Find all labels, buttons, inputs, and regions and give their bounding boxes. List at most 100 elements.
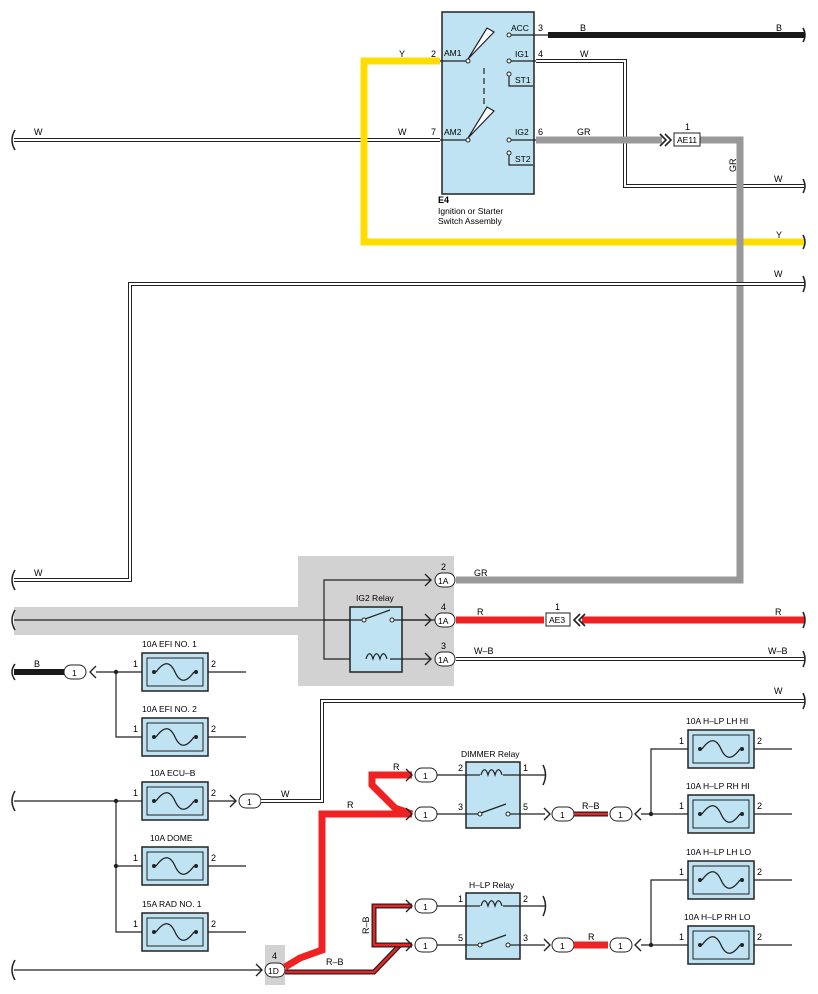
pin-am1: 2 [431,49,436,59]
svg-text:15A RAD NO. 1: 15A RAD NO. 1 [142,899,202,909]
svg-text:1: 1 [560,810,565,820]
dimmer-out-lead [520,813,545,946]
connector-1a-pin3: 1A 3 [424,641,456,667]
connector-1a-pin2: 1A 2 [424,562,456,588]
fuse-ecub: 10A ECU–B 1 2 [133,768,216,821]
label-ig1: IG1 [515,49,529,59]
ignition-switch-e4: ACC IG1 ST1 AM1 AM2 IG2 ST2 [440,11,548,195]
svg-text:1: 1 [72,668,77,678]
label-st2: ST2 [515,154,531,164]
svg-text:1: 1 [423,810,428,820]
wire-end-w-left-top [11,129,16,151]
connector-1a-pin4: 1A 4 [424,602,456,628]
wire-r-bottom [283,810,412,971]
wire-end-left-relay [11,609,16,631]
svg-text:AE3: AE3 [549,615,565,625]
wire-label-r-5: R [588,932,595,942]
svg-text:3: 3 [458,802,463,812]
svg-text:1: 1 [560,941,565,951]
svg-text:1: 1 [133,659,138,669]
svg-text:1: 1 [458,894,463,904]
fuse-efi1: 10A EFI NO. 1 1 2 [133,639,216,692]
svg-text:1: 1 [423,771,428,781]
wire-label-b-left: B [34,659,40,669]
wire-y [360,57,805,246]
ignition-name-1: Ignition or Starter [438,206,503,216]
svg-text:1: 1 [679,932,684,942]
ignition-id: E4 [438,195,449,205]
dimmer-relay: DIMMER Relay 2 3 1 5 [458,749,528,829]
connector-dimmer-out-a: 1 [543,806,575,822]
svg-text:5: 5 [458,933,463,943]
connector-hlp-pin1: 1 [405,898,438,914]
svg-text:2: 2 [757,867,762,877]
svg-text:2: 2 [458,763,463,773]
hlp-relay: H–LP Relay 1 5 2 3 [458,880,528,960]
wire-end-w-2 [802,275,806,293]
svg-text:10A H–LP RH LO: 10A H–LP RH LO [684,912,751,922]
ig2-relay-label: IG2 Relay [356,593,395,603]
right-fuse-leads [754,748,792,946]
wire-label-b-2: B [776,23,782,33]
svg-text:1: 1 [679,867,684,877]
wire-label-y-1: Y [399,49,405,59]
svg-text:1: 1 [133,724,138,734]
label-am1: AM1 [444,48,462,58]
wire-label-w-ecub: W [281,789,290,799]
wire-label-w-3: W [774,174,783,184]
ignition-name-2: Switch Assembly [438,216,503,226]
wire-label-r-1: R [477,607,484,617]
wire-end-b-left [11,663,16,681]
wire-label-r-2: R [775,607,782,617]
label-ig2: IG2 [515,127,529,137]
wire-end-left-bottom [11,959,16,981]
svg-text:4: 4 [272,951,277,961]
wire-label-r-4: R [393,762,400,772]
wire-label-rb-1: R–B [326,957,344,967]
wire-fuse-bus-bottom [14,800,142,933]
connector-hlp-pin5: 1 [405,937,438,953]
wire-fuse-bus-top [96,671,142,738]
fuse-lh-hi: 10A H–LP LH HI 1 2 [679,716,762,769]
svg-text:2: 2 [211,788,216,798]
wire-end-left-ecub [11,790,16,812]
label-acc: ACC [511,23,529,33]
label-st1: ST1 [515,75,531,85]
wire-label-gr-1: GR [577,127,591,137]
svg-text:1A: 1A [438,655,449,665]
fuse-rh-hi: 10A H–LP RH HI 1 2 [679,781,762,834]
svg-text:1D: 1D [268,966,279,976]
svg-text:1: 1 [133,919,138,929]
connector-hlp-out-b: 1 [609,937,642,953]
svg-text:2: 2 [757,736,762,746]
svg-text:10A DOME: 10A DOME [150,833,193,843]
wire-label-w-ig1: W [580,49,589,59]
wire-label-w-5: W [34,568,43,578]
dimmer-relay-label: DIMMER Relay [461,749,520,759]
svg-text:1: 1 [679,801,684,811]
svg-text:1: 1 [423,902,428,912]
svg-text:10A H–LP LH HI: 10A H–LP LH HI [686,716,748,726]
svg-text:1: 1 [423,941,428,951]
wire-label-w-6: W [774,686,783,696]
relay-input-leads [437,774,466,946]
pin-ig1: 4 [538,49,543,59]
wire-label-gr-vertical: GR [728,158,738,172]
connector-dimmer-out-b: 1 [609,806,642,822]
svg-text:10A ECU–B: 10A ECU–B [150,768,196,778]
wire-label-rb-2: R–B [582,801,600,811]
wire-w-long [14,282,805,582]
svg-text:4: 4 [441,602,446,612]
wire-label-w-left: W [34,127,43,137]
svg-text:1: 1 [247,797,252,807]
fuse-rad1: 15A RAD NO. 1 1 2 [133,899,216,952]
svg-text:1: 1 [618,810,623,820]
svg-text:1: 1 [523,763,528,773]
ig2-relay: IG2 Relay [323,579,431,673]
wire-label-b-1: B [580,23,586,33]
wire-label-wb-1: W–B [474,646,494,656]
wire-label-wb-2: W–B [768,646,788,656]
svg-text:2: 2 [211,919,216,929]
wire-end-w-ecub [802,692,806,710]
